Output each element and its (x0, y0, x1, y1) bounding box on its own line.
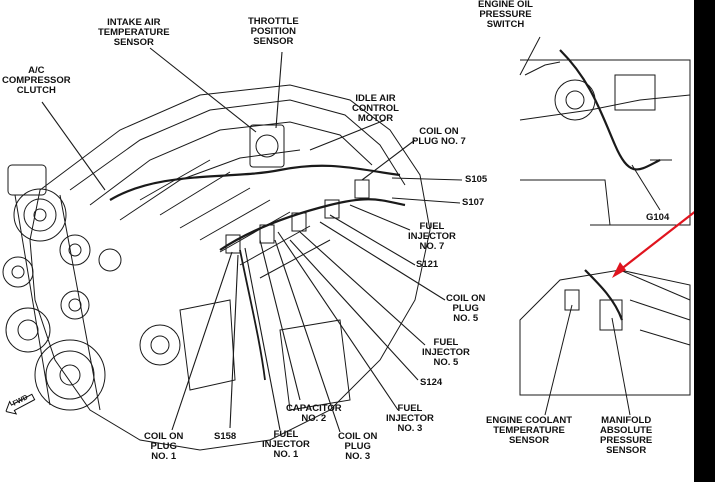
label-g104: G104 (646, 212, 670, 223)
label-fuel-injector-1: FUEL INJECTOR NO. 1 (262, 429, 310, 460)
label-fuel-injector-5: FUEL INJECTOR NO. 5 (422, 337, 470, 368)
label-engine-oil-pressure-switch: ENGINE OIL PRESSURE SWITCH (478, 0, 533, 30)
label-engine-coolant-temperature-sensor: ENGINE COOLANT TEMPERATURE SENSOR (486, 415, 573, 446)
label-coil-on-plug-1: COIL ON PLUG NO. 1 (144, 431, 184, 462)
right-edge-band (694, 0, 715, 482)
label-s124: S124 (420, 377, 443, 388)
engine-line-art (2, 84, 431, 451)
label-intake-air-temperature-sensor: INTAKE AIR TEMPERATURE SENSOR (98, 17, 170, 48)
forward-indicator: FWD (2, 389, 38, 418)
label-throttle-position-sensor: THROTTLE POSITION SENSOR (248, 16, 299, 47)
label-ac-compressor-clutch: A/C COMPRESSOR CLUTCH (2, 65, 71, 96)
label-s105: S105 (465, 174, 488, 185)
label-idle-air-control-motor: IDLE AIR CONTROL MOTOR (352, 93, 399, 124)
main-leader-lines (41, 47, 463, 433)
label-coil-on-plug-7: COIL ON PLUG NO. 7 (412, 126, 466, 147)
forward-arrow-icon (5, 393, 36, 415)
label-capacitor-2: CAPACITOR NO. 2 (286, 403, 342, 424)
label-coil-on-plug-5: COIL ON PLUG NO. 5 (446, 293, 486, 324)
label-s158: S158 (214, 431, 237, 442)
label-manifold-absolute-pressure-sensor: MANIFOLD ABSOLUTE PRESSURE SENSOR (600, 415, 653, 456)
label-fuel-injector-7: FUEL INJECTOR NO. 7 (408, 221, 456, 252)
oil-pressure-inset (519, 36, 691, 226)
map-sensor-inset (519, 269, 691, 416)
label-coil-on-plug-3: COIL ON PLUG NO. 3 (338, 431, 378, 462)
label-s121: S121 (416, 259, 439, 270)
label-fuel-injector-3: FUEL INJECTOR NO. 3 (386, 403, 434, 434)
label-s107: S107 (462, 197, 485, 208)
